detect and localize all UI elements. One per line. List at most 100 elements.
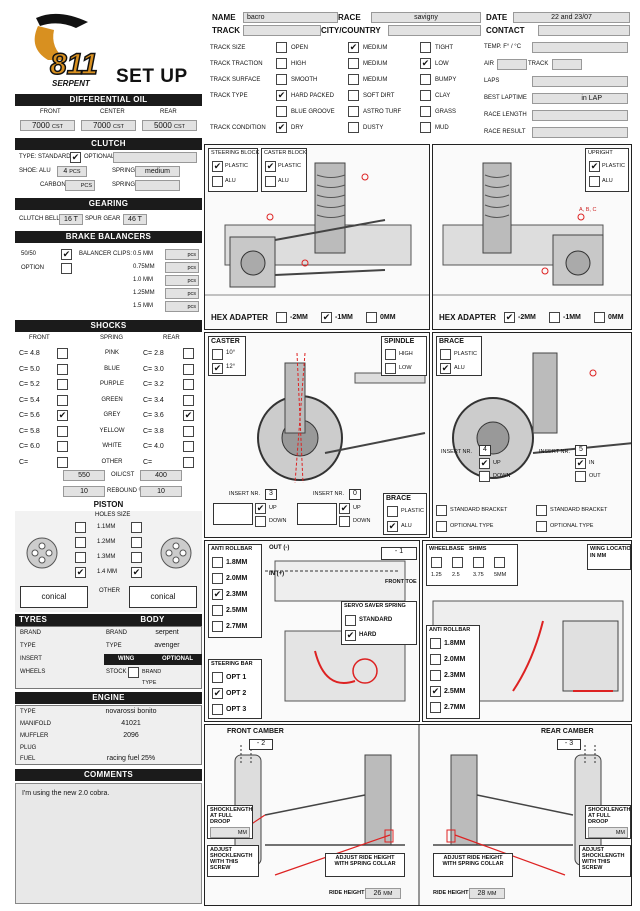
track-option-checkbox[interactable] (420, 42, 431, 53)
brake-option-checkbox[interactable] (61, 263, 72, 274)
track-option-checkbox[interactable] (276, 106, 287, 117)
rear-insert-in-checkbox[interactable]: ✔ (575, 458, 586, 469)
track-option-checkbox[interactable] (348, 58, 359, 69)
rear-ride-height-field[interactable]: 28 MM (469, 888, 505, 899)
city-field[interactable] (388, 25, 481, 36)
front-ride-height-field[interactable]: 26 MM (365, 888, 401, 899)
front-shocklength-field[interactable]: MM (210, 827, 250, 838)
caster-insert-b-down-checkbox[interactable] (339, 516, 350, 527)
right-optional-type-checkbox[interactable] (536, 521, 547, 532)
piston-front-checkbox[interactable] (75, 537, 86, 548)
piston-front-checkbox[interactable] (75, 522, 86, 533)
spindle-high-checkbox[interactable] (385, 349, 396, 360)
caster-12-checkbox[interactable]: ✔ (212, 363, 223, 374)
brake-5050-checkbox[interactable]: ✔ (61, 249, 72, 260)
option-checkbox[interactable] (212, 573, 223, 584)
body-brand-value[interactable]: serpent (155, 629, 179, 636)
balancer-clip-field[interactable]: pcs (165, 275, 199, 286)
track-option-checkbox[interactable] (348, 106, 359, 117)
option-checkbox[interactable] (430, 638, 441, 649)
date-field[interactable]: 22 and 23/07 (513, 12, 630, 23)
wing-stock-checkbox[interactable] (128, 667, 139, 678)
option-checkbox[interactable] (212, 621, 223, 632)
left-optional-type-checkbox[interactable] (436, 521, 447, 532)
race-field[interactable]: savigny (371, 12, 481, 23)
rear-brace-plastic-checkbox[interactable] (440, 349, 451, 360)
shock-rear-checkbox[interactable] (183, 363, 194, 375)
track-option-checkbox[interactable]: ✔ (348, 42, 359, 53)
rear-insert-down-checkbox[interactable] (479, 471, 490, 482)
track-option-checkbox[interactable] (276, 58, 287, 69)
fuel-value[interactable]: racing fuel 25% (106, 755, 156, 762)
track-option-checkbox[interactable] (348, 90, 359, 101)
piston-rear-checkbox[interactable]: ✔ (131, 567, 142, 578)
front-brace-alu-checkbox[interactable]: ✔ (387, 521, 398, 532)
piston-rear-checkbox[interactable] (131, 537, 142, 548)
diff-center-field[interactable]: 7000 CST (81, 120, 136, 131)
clutch-standard-checkbox[interactable]: ✔ (70, 152, 81, 163)
option-checkbox[interactable] (430, 670, 441, 681)
track-option-checkbox[interactable] (348, 74, 359, 85)
track-option-checkbox[interactable]: ✔ (276, 122, 287, 133)
rear-insert-up-checkbox[interactable]: ✔ (479, 458, 490, 469)
rear-brace-alu-checkbox[interactable]: ✔ (440, 363, 451, 374)
shock-rear-checkbox[interactable] (183, 441, 194, 452)
caster-10-checkbox[interactable] (212, 349, 223, 360)
front-piston-type[interactable]: conical (20, 586, 88, 608)
track-option-checkbox[interactable] (420, 90, 431, 101)
track-option-checkbox[interactable]: ✔ (276, 90, 287, 101)
option-checkbox[interactable] (212, 672, 223, 683)
shim-checkbox[interactable] (431, 557, 442, 568)
hex-adapter-checkbox[interactable]: ✔ (504, 312, 515, 323)
oil-rear-field[interactable]: 400 (140, 470, 182, 481)
caster-insert-a-value[interactable]: 3 (265, 489, 277, 500)
option-checkbox[interactable] (430, 702, 441, 713)
option-checkbox[interactable] (430, 654, 441, 665)
balancer-clip-field[interactable]: pcs (165, 249, 199, 260)
rear-insert-out-checkbox[interactable] (575, 471, 586, 482)
servo-standard-checkbox[interactable] (345, 615, 356, 626)
option-checkbox[interactable]: ✔ (430, 686, 441, 697)
shock-front-checkbox[interactable]: ✔ (57, 410, 68, 421)
track-option-checkbox[interactable] (348, 122, 359, 133)
name-field[interactable]: bacro (243, 12, 338, 23)
shock-rear-checkbox[interactable] (183, 456, 194, 468)
shock-front-checkbox[interactable] (57, 456, 68, 468)
front-toe-field[interactable]: - 1 (381, 547, 417, 560)
balancer-clip-field[interactable]: pcs (165, 301, 199, 312)
option-checkbox[interactable] (212, 605, 223, 616)
rear-insert-b-value[interactable]: 5 (575, 445, 587, 456)
hex-adapter-checkbox[interactable] (594, 312, 605, 323)
balancer-clip-field[interactable]: pcs (165, 262, 199, 273)
shock-rear-checkbox[interactable]: ✔ (183, 410, 194, 421)
manifold-value[interactable]: 41021 (121, 720, 141, 727)
track-field[interactable] (243, 25, 321, 36)
body-type-value[interactable]: avenger (154, 642, 180, 649)
engine-type-value[interactable]: novarossi bonito (105, 708, 157, 715)
caster-insert-a-up-checkbox[interactable]: ✔ (255, 503, 266, 514)
clutch-bell-field[interactable]: 16 T (59, 214, 83, 225)
best-laptime-field[interactable]: in LAP (532, 93, 628, 104)
caster-insert-a-down-checkbox[interactable] (255, 516, 266, 527)
track-option-checkbox[interactable] (420, 122, 431, 133)
shoe-pcs-field[interactable]: 4 PCS (57, 166, 87, 177)
shock-front-checkbox[interactable] (57, 441, 68, 452)
hex-adapter-checkbox[interactable] (366, 312, 377, 323)
hex-adapter-checkbox[interactable]: ✔ (321, 312, 332, 323)
rebound-front-field[interactable]: 10 (63, 486, 105, 497)
track-temp-field[interactable] (552, 59, 582, 70)
diff-rear-field[interactable]: 5000 CST (142, 120, 197, 131)
track-option-checkbox[interactable] (276, 74, 287, 85)
rear-shocklength-field[interactable]: MM (588, 827, 628, 838)
track-option-checkbox[interactable] (420, 74, 431, 85)
spindle-low-checkbox[interactable] (385, 363, 396, 374)
shock-rear-checkbox[interactable] (183, 425, 194, 437)
shock-front-checkbox[interactable] (57, 363, 68, 375)
steering-alu-checkbox[interactable] (212, 176, 223, 187)
shock-rear-checkbox[interactable] (183, 394, 194, 406)
left-standard-bracket-checkbox[interactable] (436, 505, 447, 516)
upright-alu-checkbox[interactable] (589, 176, 600, 187)
contact-field[interactable] (538, 25, 630, 36)
caster-plastic-checkbox[interactable]: ✔ (265, 161, 276, 172)
diff-front-field[interactable]: 7000 CST (20, 120, 75, 131)
